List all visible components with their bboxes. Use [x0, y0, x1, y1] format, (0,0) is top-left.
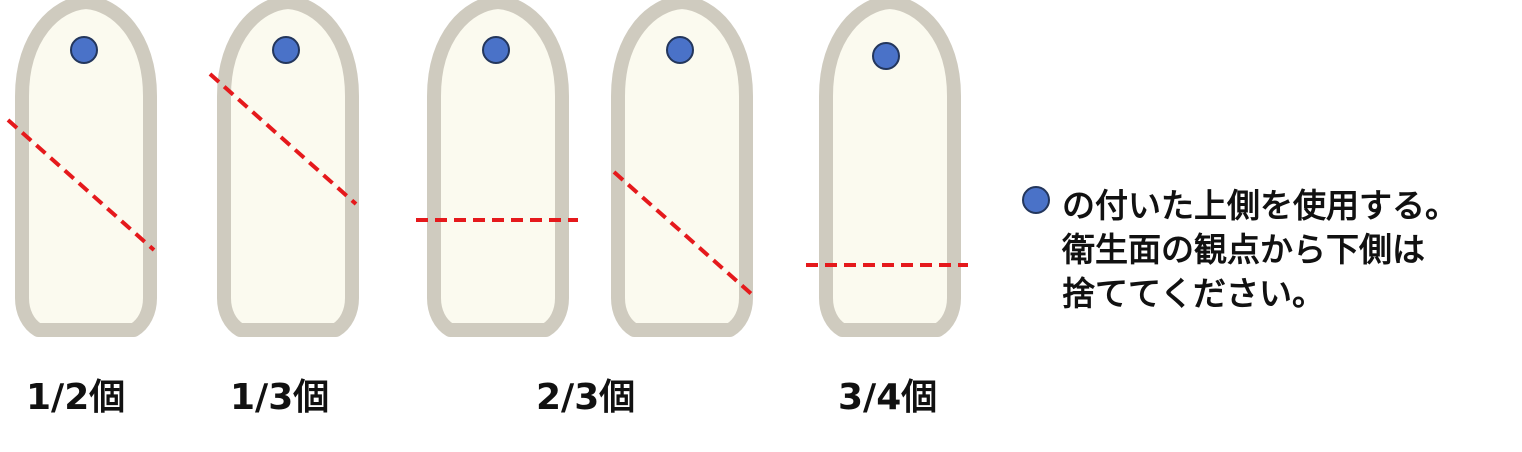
pipette-body: [217, 0, 359, 337]
pipette-body: [15, 0, 157, 337]
cut-line-2: [208, 72, 358, 206]
marker-dot: [872, 42, 900, 70]
label-three-quarters: 3/4個: [838, 377, 938, 418]
pipette-body: [611, 0, 753, 337]
usage-note: の付いた上側を使用する。 衛生面の観点から下側は 捨ててください。: [1062, 184, 1458, 316]
cut-line-1: [6, 118, 156, 252]
marker-dot: [666, 36, 694, 64]
pipette-2: [217, 0, 359, 337]
usage-note-line-1: の付いた上側を使用する。: [1062, 186, 1458, 225]
pipette-3: [427, 0, 569, 337]
marker-dot: [272, 36, 300, 64]
marker-dot: [70, 36, 98, 64]
pipette-5: [819, 0, 961, 337]
pipette-body: [427, 0, 569, 337]
marker-dot: [482, 36, 510, 64]
pipette-1: [15, 0, 157, 337]
pipette-body: [819, 0, 961, 337]
legend-dot-icon: [1022, 186, 1050, 214]
label-half: 1/2個: [26, 377, 126, 418]
usage-note-line-2: 衛生面の観点から下側は: [1062, 230, 1425, 269]
cut-line-4: [612, 170, 758, 300]
usage-note-line-3: 捨ててください。: [1062, 274, 1326, 313]
label-third: 1/3個: [230, 377, 330, 418]
pipette-4: [611, 0, 753, 337]
label-two-thirds: 2/3個: [536, 377, 636, 418]
